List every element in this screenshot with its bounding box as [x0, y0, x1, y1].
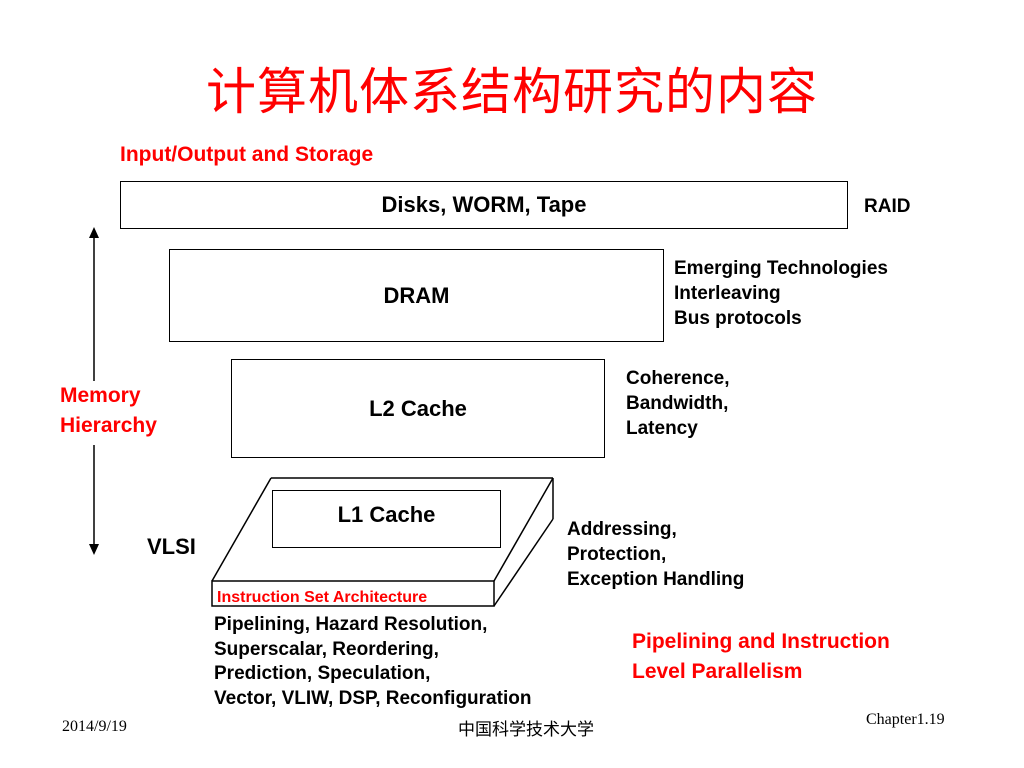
l2-note: Latency [626, 418, 698, 439]
l2-notes: Coherence, Bandwidth, Latency [626, 366, 729, 441]
memory-hierarchy-arrow [89, 227, 99, 555]
l1-note: Addressing, [567, 519, 677, 540]
l2-cache-box-label: L2 Cache [369, 395, 467, 421]
footer-page: Chapter1.19 [866, 711, 945, 728]
disks-box-label: Disks, WORM, Tape [381, 192, 587, 217]
isa-note: Pipelining, Hazard Resolution, [214, 614, 488, 635]
isa-notes: Pipelining, Hazard Resolution, Superscal… [214, 613, 531, 711]
l1-note: Protection, [567, 544, 667, 565]
l1-cache-box: L1 Cache [272, 490, 501, 548]
footer-org: 中国科学技术大学 [458, 720, 594, 740]
memory-hierarchy-line: Hierarchy [60, 414, 157, 437]
l2-note: Bandwidth, [626, 393, 729, 414]
disks-box: Disks, WORM, Tape [120, 181, 848, 229]
isa-label: Instruction Set Architecture [217, 589, 428, 606]
l1-cache-box-label: L1 Cache [337, 502, 436, 527]
isa-platform [211, 477, 554, 607]
isa-note: Superscalar, Reordering, [214, 638, 439, 660]
memory-hierarchy-line: Memory [60, 384, 141, 407]
l1-note: Exception Handling [567, 569, 745, 590]
dram-note: Emerging Technologies [674, 258, 888, 279]
dram-box: DRAM [169, 249, 664, 342]
pipelining-ilp-line: Level Parallelism [632, 660, 803, 683]
io-storage-label: Input/Output and Storage [120, 143, 374, 166]
page-title: 计算机体系结构研究的内容 [206, 63, 818, 121]
l1-notes: Addressing, Protection, Exception Handli… [567, 517, 744, 592]
isa-note: Prediction, Speculation, [214, 663, 431, 684]
raid-label: RAID [864, 196, 911, 217]
isa-note: Vector, VLIW, DSP, Reconfiguration [214, 687, 532, 709]
dram-box-label: DRAM [383, 282, 450, 308]
l2-cache-box: L2 Cache [231, 359, 605, 458]
l2-note: Coherence, [626, 368, 730, 389]
memory-hierarchy-label: Memory Hierarchy [60, 381, 157, 441]
dram-note: Bus protocols [674, 308, 802, 329]
footer-date: 2014/9/19 [62, 718, 127, 735]
vlsi-label: VLSI [147, 534, 196, 559]
dram-notes: Emerging Technologies Interleaving Bus p… [674, 256, 888, 331]
pipelining-ilp-label: Pipelining and Instruction Level Paralle… [632, 627, 890, 687]
pipelining-ilp-line: Pipelining and Instruction [632, 630, 890, 653]
dram-note: Interleaving [674, 283, 781, 304]
